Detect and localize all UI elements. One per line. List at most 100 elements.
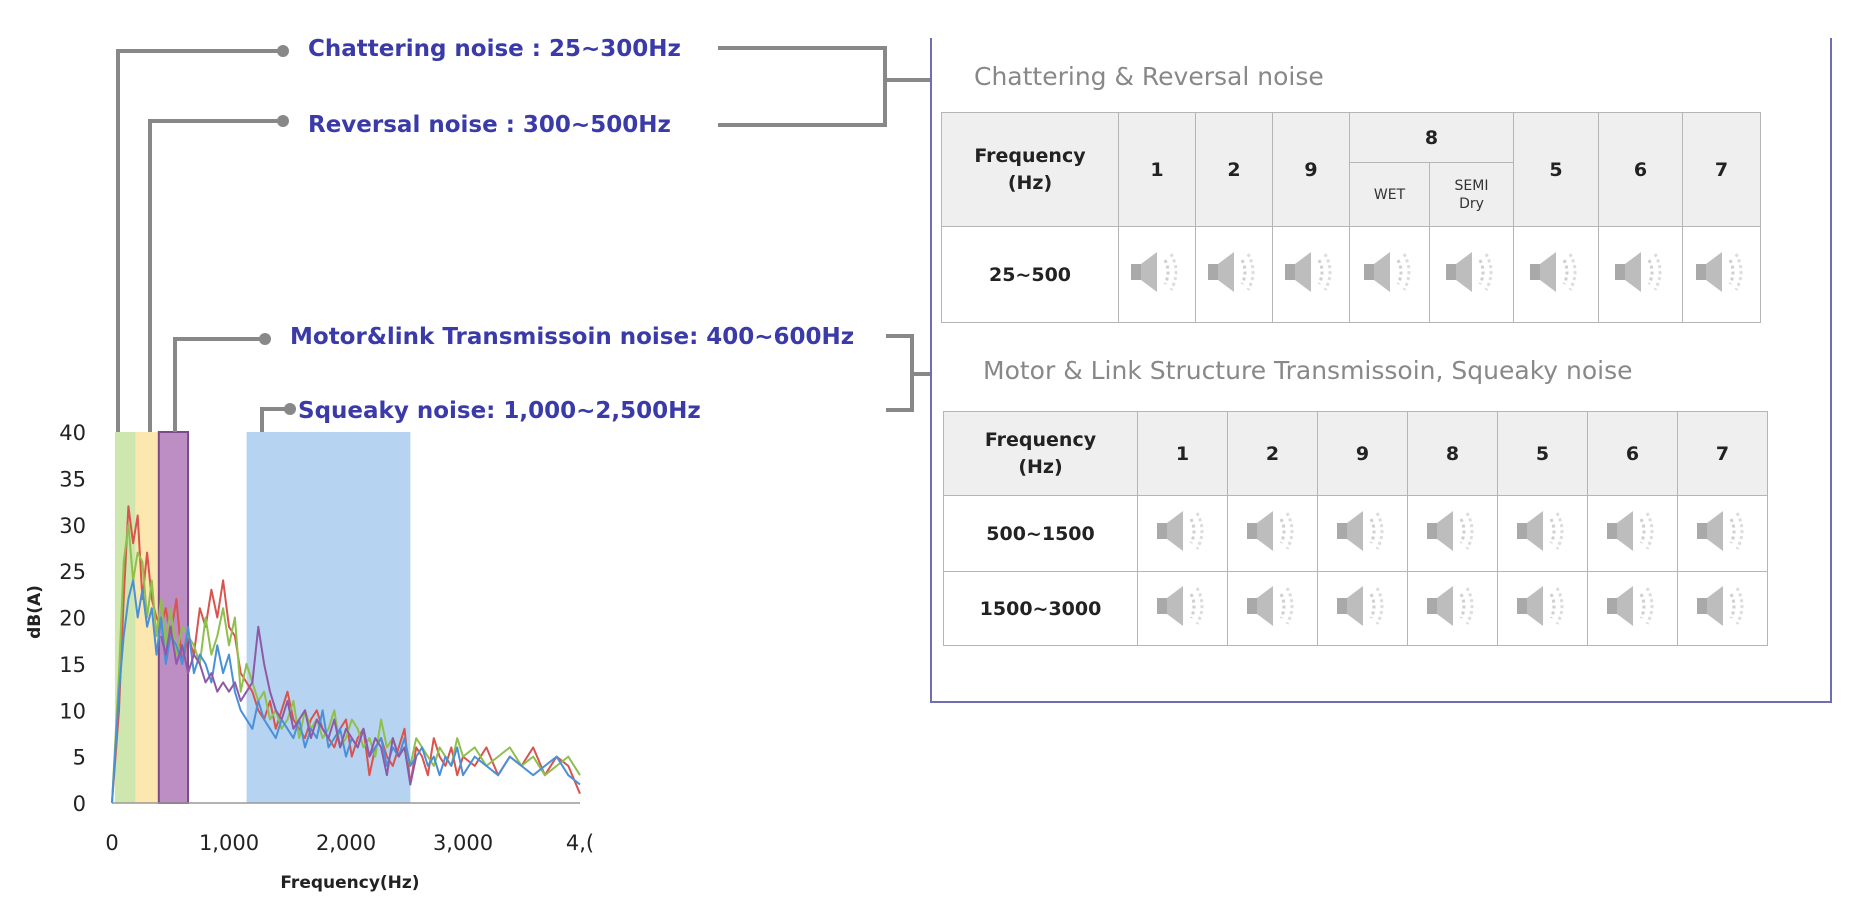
series-line xyxy=(111,579,581,804)
chattering-callout-line xyxy=(116,49,283,432)
y-tick-label: 10 xyxy=(59,699,86,723)
t2-col-header: 8 xyxy=(1407,411,1498,496)
speaker-icon[interactable] xyxy=(1693,505,1753,557)
x-tick-label: 1,000 xyxy=(199,831,259,855)
t1-col-header: 8 xyxy=(1348,112,1515,163)
squeaky-annotation: Squeaky noise: 1,000~2,500Hz xyxy=(298,398,701,424)
reversal-annotation: Reversal noise : 300~500Hz xyxy=(308,112,671,138)
sound-sample-cell xyxy=(1137,571,1228,646)
y-tick-label: 5 xyxy=(73,746,86,770)
chattering-callout-dot xyxy=(277,45,289,57)
sound-sample-cell xyxy=(1513,226,1600,323)
sound-sample-cell xyxy=(1497,495,1588,572)
chattering-reversal-table: Frequency (Hz) 1 2 9 8 5 6 7 WET SEMI Dr… xyxy=(941,112,1762,323)
squeaky-callout-line xyxy=(260,407,290,432)
x-tick-label: 4,( xyxy=(566,831,594,855)
speaker-icon[interactable] xyxy=(1423,580,1483,632)
t1-col-header: 1 xyxy=(1118,112,1196,227)
speaker-icon[interactable] xyxy=(1513,580,1573,632)
sound-sample-cell xyxy=(1407,571,1498,646)
t2-col-header: 1 xyxy=(1137,411,1228,496)
t1-col-header: 5 xyxy=(1513,112,1600,227)
speaker-icon[interactable] xyxy=(1526,246,1586,298)
y-tick-label: 35 xyxy=(59,467,86,491)
t1-col-header: 6 xyxy=(1598,112,1684,227)
sound-sample-panel: Chattering & Reversal noise Frequency (H… xyxy=(930,38,1832,703)
x-tick-label: 2,000 xyxy=(316,831,376,855)
y-tick-label: 25 xyxy=(59,560,86,584)
sound-sample-cell xyxy=(1428,226,1515,323)
speaker-icon[interactable] xyxy=(1243,505,1303,557)
chattering-annotation: Chattering noise : 25~300Hz xyxy=(308,36,681,62)
sound-sample-cell xyxy=(1137,495,1228,572)
sound-sample-cell xyxy=(1349,226,1430,323)
y-tick-label: 15 xyxy=(59,653,86,677)
speaker-icon[interactable] xyxy=(1603,505,1663,557)
speaker-icon[interactable] xyxy=(1513,505,1573,557)
speaker-icon[interactable] xyxy=(1153,505,1213,557)
sound-sample-cell xyxy=(1272,226,1350,323)
y-tick-label: 0 xyxy=(73,792,86,816)
t1-subcol-semidry: SEMI Dry xyxy=(1428,162,1515,227)
callout-lines xyxy=(116,45,954,432)
motor-squeaky-table: Frequency (Hz) 1 2 9 8 5 6 7 500~1500 15… xyxy=(943,411,1768,646)
y-axis-label: dB(A) xyxy=(25,585,45,639)
sound-sample-cell xyxy=(1682,226,1762,323)
speaker-icon[interactable] xyxy=(1281,246,1341,298)
t1-col-header: 2 xyxy=(1195,112,1273,227)
sound-sample-cell xyxy=(1587,571,1678,646)
motor-callout-dot xyxy=(259,333,271,345)
t2-freq-header: Frequency (Hz) xyxy=(943,411,1138,496)
sound-sample-cell xyxy=(1677,571,1768,646)
t1-col-header: 9 xyxy=(1272,112,1350,227)
section1-title-text: Chattering & Reversal noise xyxy=(974,62,1324,91)
t2-col-header: 7 xyxy=(1677,411,1768,496)
x-tick-label: 0 xyxy=(105,831,118,855)
sound-sample-cell xyxy=(1227,571,1318,646)
sound-sample-cell xyxy=(1587,495,1678,572)
t2-row-label: 1500~3000 xyxy=(943,571,1138,646)
speaker-icon[interactable] xyxy=(1442,246,1502,298)
speaker-icon[interactable] xyxy=(1360,246,1420,298)
t2-row-label: 500~1500 xyxy=(943,495,1138,572)
speaker-icon[interactable] xyxy=(1204,246,1264,298)
sound-sample-cell xyxy=(1598,226,1684,323)
sound-sample-cell xyxy=(1118,226,1196,323)
speaker-icon[interactable] xyxy=(1127,246,1187,298)
speaker-icon[interactable] xyxy=(1153,580,1213,632)
speaker-icon[interactable] xyxy=(1333,580,1393,632)
speaker-icon[interactable] xyxy=(1333,505,1393,557)
bracket-section1 xyxy=(718,46,935,127)
section1-title: Chattering & Reversal noise xyxy=(974,62,1324,91)
table-row: 25~500 xyxy=(941,226,1762,323)
speaker-icon[interactable] xyxy=(1693,580,1753,632)
noise-bands xyxy=(114,431,411,804)
t1-subcol-wet: WET xyxy=(1349,162,1430,227)
sound-sample-cell xyxy=(1677,495,1768,572)
t2-col-header: 2 xyxy=(1227,411,1318,496)
t2-col-header: 6 xyxy=(1587,411,1678,496)
sound-sample-cell xyxy=(1195,226,1273,323)
y-tick-label: 20 xyxy=(59,607,86,631)
chart-series xyxy=(111,505,581,804)
t2-col-header: 5 xyxy=(1497,411,1588,496)
sound-sample-cell xyxy=(1317,571,1408,646)
speaker-icon[interactable] xyxy=(1243,580,1303,632)
table-row: 500~1500 xyxy=(943,495,1768,572)
x-tick-label: 3,000 xyxy=(433,831,493,855)
speaker-icon[interactable] xyxy=(1423,505,1483,557)
x-axis-label: Frequency(Hz) xyxy=(280,873,419,893)
section2-title: Motor & Link Structure Transmissoin, Squ… xyxy=(983,356,1633,385)
speaker-icon[interactable] xyxy=(1692,246,1752,298)
speaker-icon[interactable] xyxy=(1603,580,1663,632)
sound-sample-cell xyxy=(1227,495,1318,572)
motor-callout-line xyxy=(173,337,265,432)
speaker-icon[interactable] xyxy=(1611,246,1671,298)
table-row: 1500~3000 xyxy=(943,571,1768,646)
squeaky-callout-dot xyxy=(284,403,296,415)
t1-row-label: 25~500 xyxy=(941,226,1119,323)
t1-freq-header: Frequency (Hz) xyxy=(941,112,1119,227)
